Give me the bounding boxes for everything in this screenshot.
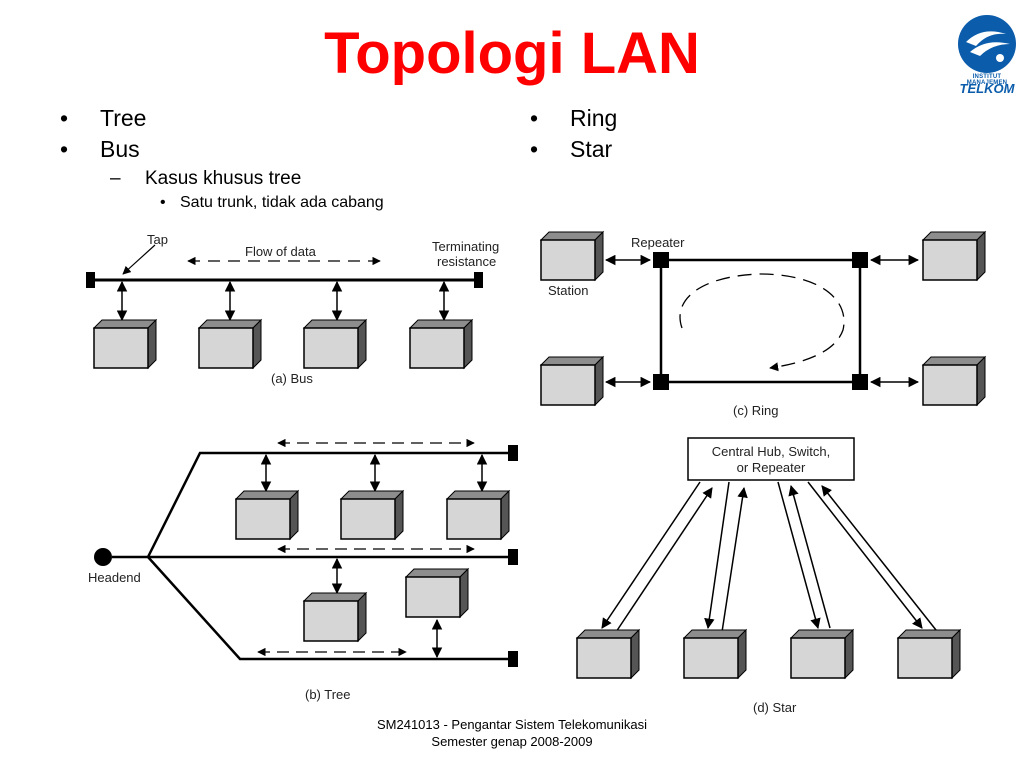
star-caption: (d) Star [753, 700, 797, 715]
list-item: • Bus [60, 134, 384, 165]
star-hub-label-line1: Central Hub, Switch, [712, 444, 831, 459]
bus-station [198, 319, 262, 369]
ring-caption: (c) Ring [733, 403, 779, 418]
footer-course-line: SM241013 - Pengantar Sistem Telekomunika… [376, 717, 648, 732]
bullet-icon: • [60, 136, 69, 162]
ring-station [922, 356, 986, 406]
list-item-label: Star [570, 136, 613, 162]
sub-sub-list-item: • Satu trunk, tidak ada cabang [60, 192, 384, 214]
tree-station [303, 592, 367, 642]
list-item-label: Ring [570, 105, 618, 131]
ring-flow-arrow [679, 273, 845, 372]
tree-station [235, 490, 299, 540]
logo-text-telkom: TELKOM [959, 81, 1015, 96]
right-bullet-list: • Ring • Star [530, 103, 617, 165]
bus-end-terminator [86, 272, 95, 288]
ring-station-label: Station [548, 283, 588, 298]
ring-repeater [653, 252, 669, 268]
ring-loop [659, 258, 862, 384]
logo-text-institute: INSTITUT MANAJEMEN [966, 74, 1008, 86]
tree-branch [146, 451, 514, 558]
list-item: • Tree [60, 103, 384, 134]
telkom-logo: INSTITUT MANAJEMEN TELKOM [952, 12, 1022, 96]
tree-headend-label: Headend [88, 570, 141, 585]
star-station [897, 629, 961, 679]
bus-caption: (a) Bus [271, 371, 313, 386]
ring-station [922, 231, 986, 281]
star-station [576, 629, 640, 679]
ring-station [540, 231, 604, 281]
ring-station [540, 356, 604, 406]
ring-repeater-label: Repeater [631, 235, 685, 250]
bus-end-terminator [474, 272, 483, 288]
tree-caption: (b) Tree [305, 687, 351, 702]
telkom-emblem-icon [958, 15, 1016, 73]
list-item: • Star [530, 134, 617, 165]
bus-terminating-label: Terminating [432, 239, 499, 254]
left-bullet-list: • Tree • Bus – Kasus khusus tree • Satu trun… [60, 103, 384, 214]
sub-list-item-label: Kasus khusus tree [145, 168, 302, 189]
bus-tap-label: Tap [147, 232, 168, 247]
bullet-icon: • [530, 105, 539, 131]
star-station [790, 629, 854, 679]
list-item: • Ring [530, 103, 617, 134]
ring-diagram: Repeater Station (c) Ring [540, 231, 986, 418]
tree-terminator [508, 445, 518, 461]
tree-terminator [508, 651, 518, 667]
footer-semester-line: Semester genap 2008-2009 [431, 734, 593, 749]
bus-station [409, 319, 473, 369]
star-diagram: Central Hub, Switch, or Repeater (d) Sta… [576, 437, 961, 715]
bus-station [93, 319, 157, 369]
tree-headend-node [94, 548, 112, 566]
tree-diagram: Headend (b) Tree [88, 438, 518, 702]
dash-icon: – [110, 168, 121, 189]
tree-terminator [508, 549, 518, 565]
tree-branch [147, 556, 514, 661]
bus-diagram: Tap Flow of data Terminating resistance … [86, 232, 499, 386]
sub-list-item: – Kasus khusus tree [60, 165, 384, 192]
sub-sub-list-item-label: Satu trunk, tidak ada cabang [180, 194, 384, 211]
bullet-icon: • [160, 194, 166, 211]
star-hub-label-line2: or Repeater [737, 460, 806, 475]
star-central-hub [687, 437, 855, 481]
bullet-icon: • [530, 136, 539, 162]
list-item-label: Bus [100, 136, 140, 162]
tree-station [405, 568, 469, 618]
bus-flow-label: Flow of data [245, 244, 317, 259]
ring-repeater [653, 374, 669, 390]
slide-footer: SM241013 - Pengantar Sistem Telekomunika… [280, 716, 744, 750]
bus-station [303, 319, 367, 369]
tree-station [340, 490, 404, 540]
slide-title: Topologi LAN [324, 21, 700, 86]
ring-repeater [852, 374, 868, 390]
tree-station [446, 490, 510, 540]
bus-resistance-label: resistance [437, 254, 496, 269]
star-station [683, 629, 747, 679]
list-item-label: Tree [100, 105, 147, 131]
ring-repeater [852, 252, 868, 268]
bullet-icon: • [60, 105, 69, 131]
